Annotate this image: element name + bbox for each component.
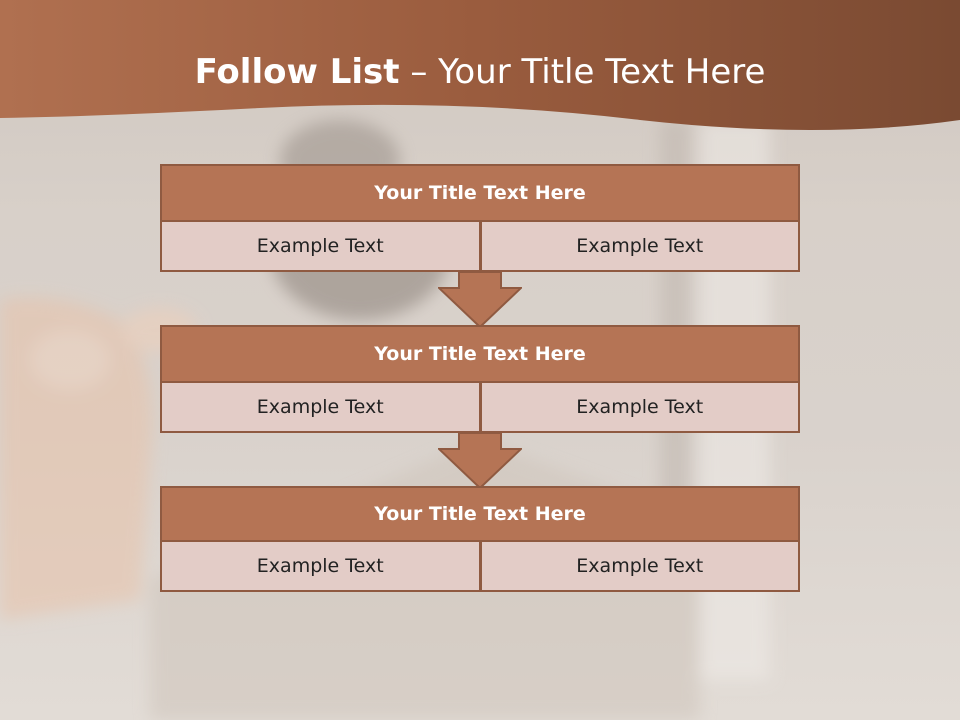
block-cells: Example Text Example Text	[160, 383, 800, 433]
down-arrow-icon	[438, 272, 522, 328]
block-cells: Example Text Example Text	[160, 542, 800, 592]
list-block: Your Title Text Here Example Text Exampl…	[160, 486, 800, 592]
block-cell-left: Example Text	[160, 383, 481, 433]
block-cell-right: Example Text	[480, 222, 800, 272]
block-cell-right: Example Text	[480, 383, 800, 433]
block-cell-left: Example Text	[160, 222, 481, 272]
block-title: Your Title Text Here	[160, 164, 800, 222]
block-cell-left: Example Text	[160, 542, 481, 592]
block-cell-right: Example Text	[480, 542, 800, 592]
slide-title: Follow List – Your Title Text Here	[0, 52, 960, 92]
block-cells: Example Text Example Text	[160, 222, 800, 272]
list-block: Your Title Text Here Example Text Exampl…	[160, 325, 800, 433]
list-block: Your Title Text Here Example Text Exampl…	[160, 164, 800, 272]
down-arrow-icon	[438, 433, 522, 489]
block-title: Your Title Text Here	[160, 325, 800, 383]
block-title: Your Title Text Here	[160, 486, 800, 542]
title-bold: Follow List	[194, 52, 400, 92]
title-rest: – Your Title Text Here	[399, 52, 766, 92]
title-band	[0, 0, 960, 130]
